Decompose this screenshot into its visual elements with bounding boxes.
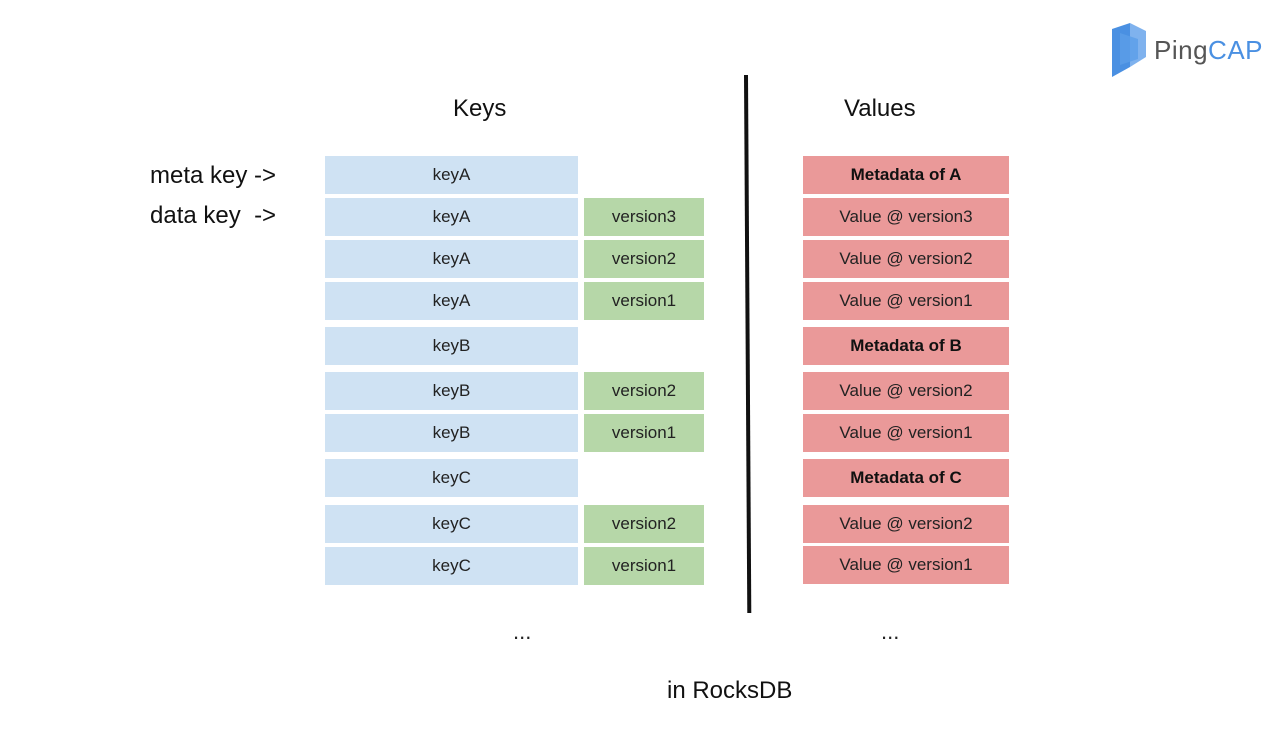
value-cell: Value @ version2 (803, 372, 1009, 410)
logo-text-ping: Ping (1154, 34, 1209, 65)
key-cell: keyC (325, 459, 578, 497)
value-cell: Value @ version3 (803, 198, 1009, 236)
value-cell: Value @ version2 (803, 505, 1009, 543)
key-cell: keyB (325, 327, 578, 365)
key-cell: keyA (325, 156, 578, 194)
key-cell: keyB (325, 414, 578, 452)
values-ellipsis: ... (881, 619, 900, 644)
key-cell: keyA (325, 282, 578, 320)
value-cell: Value @ version1 (803, 414, 1009, 452)
key-cell: keyC (325, 505, 578, 543)
key-cell: keyB (325, 372, 578, 410)
meta-key-label: meta key -> (150, 162, 277, 189)
data-key-label: data key -> (150, 202, 277, 229)
version-cell: version1 (584, 282, 704, 320)
key-cell: keyC (325, 547, 578, 585)
keys-ellipsis: ... (513, 619, 532, 644)
version-cell: version1 (584, 414, 704, 452)
metadata-cell: Metadata of B (803, 327, 1009, 365)
key-cell: keyA (325, 198, 578, 236)
metadata-cell: Metadata of A (803, 156, 1009, 194)
logo-text-cap: CAP (1208, 34, 1264, 65)
version-cell: version2 (584, 372, 704, 410)
value-cell: Value @ version2 (803, 240, 1009, 278)
key-cell: keyA (325, 240, 578, 278)
value-cell: Value @ version1 (803, 282, 1009, 320)
version-cell: version2 (584, 240, 704, 278)
value-cell: Value @ version1 (803, 546, 1009, 584)
keys-heading: Keys (453, 95, 507, 122)
rocksdb-caption: in RocksDB (667, 677, 793, 704)
version-cell: version1 (584, 547, 704, 585)
values-heading: Values (844, 95, 916, 122)
logo-text: PingCAP (1154, 35, 1263, 66)
pingcap-logo-icon (1112, 23, 1146, 77)
pingcap-logo: PingCAP (1110, 22, 1270, 78)
version-cell: version3 (584, 198, 704, 236)
keys-values-divider (744, 75, 752, 613)
metadata-cell: Metadata of C (803, 459, 1009, 497)
version-cell: version2 (584, 505, 704, 543)
